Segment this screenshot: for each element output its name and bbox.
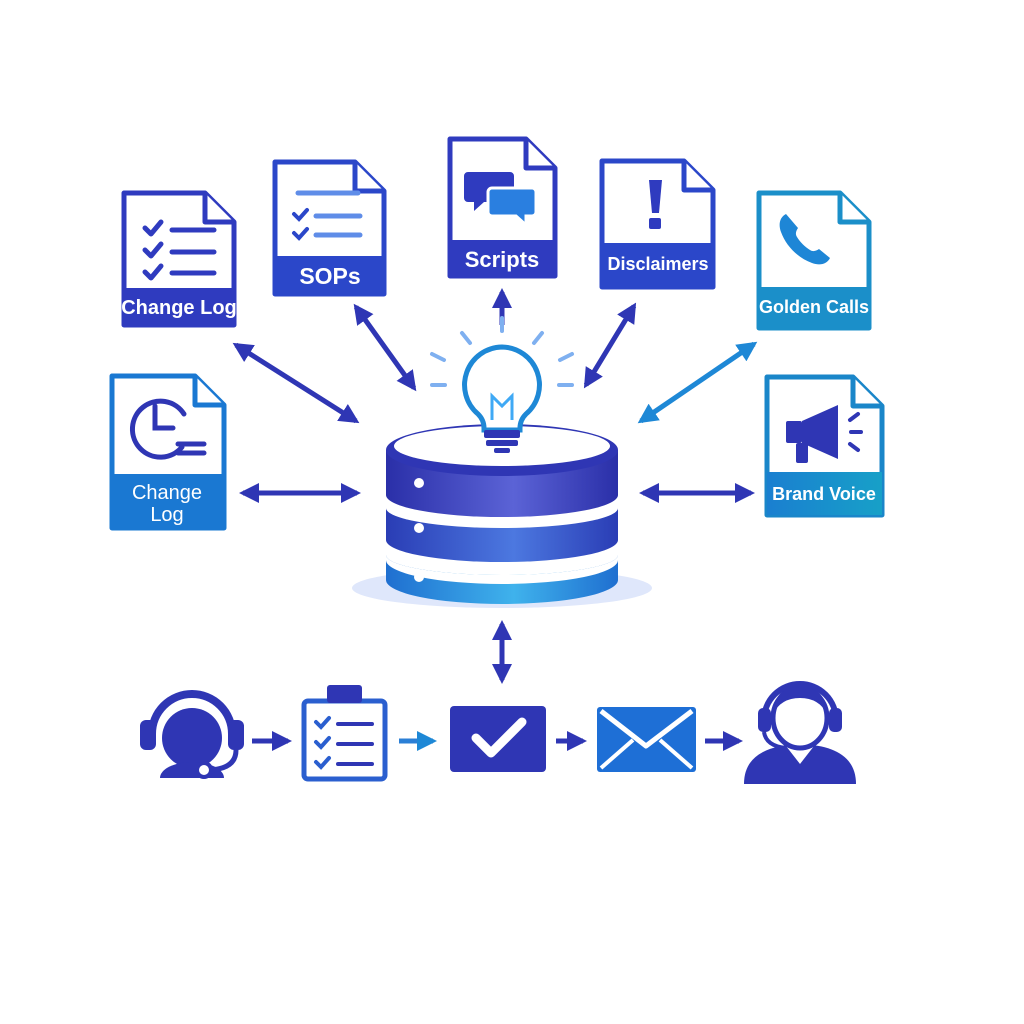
arrow-change-log-hub [232,342,360,424]
exclamation-icon [649,180,662,229]
agent-headset-icon [140,690,244,779]
clipboard-checklist-icon [301,685,388,782]
workflow-row [140,681,856,784]
doc-label-disclaimers: Disclaimers [607,254,708,274]
doc-label-brand-voice: Brand Voice [772,484,876,504]
doc-label-change-log: Change Log [121,297,237,319]
doc-brand-voice: Brand Voice [764,374,885,518]
arrow-golden-calls-hub [637,341,758,424]
list-icon [292,190,363,241]
arrow-sops-hub [353,303,417,392]
doc-label-scripts: Scripts [465,247,540,272]
doc-label-change-log-line1: Change [132,482,202,504]
support-agent-icon [744,681,856,784]
doc-label-golden-calls: Golden Calls [759,297,869,317]
doc-disclaimers: Disclaimers [599,158,716,290]
lightbulb-icon [430,316,574,453]
knowledge-hub [352,316,652,608]
doc-change-log-checklist: Change Log [121,190,237,328]
clock-icon [129,398,207,460]
doc-label-sops: SOPs [299,263,360,289]
doc-sops: SOPs [272,159,387,297]
connector-arrows [232,288,758,684]
checklist-icon [142,219,217,281]
arrow-disclaimers-hub [583,302,637,389]
doc-golden-calls: Golden Calls [756,190,872,331]
doc-scripts: Scripts [447,136,558,279]
phone-icon [779,214,830,265]
doc-label-change-log-line2: Log [150,504,183,526]
megaphone-icon [786,405,863,463]
chat-bubbles-icon [464,172,538,229]
envelope-icon [597,707,696,772]
doc-change-log-clock: Change Log [109,373,227,531]
checkmark-icon [450,706,546,772]
